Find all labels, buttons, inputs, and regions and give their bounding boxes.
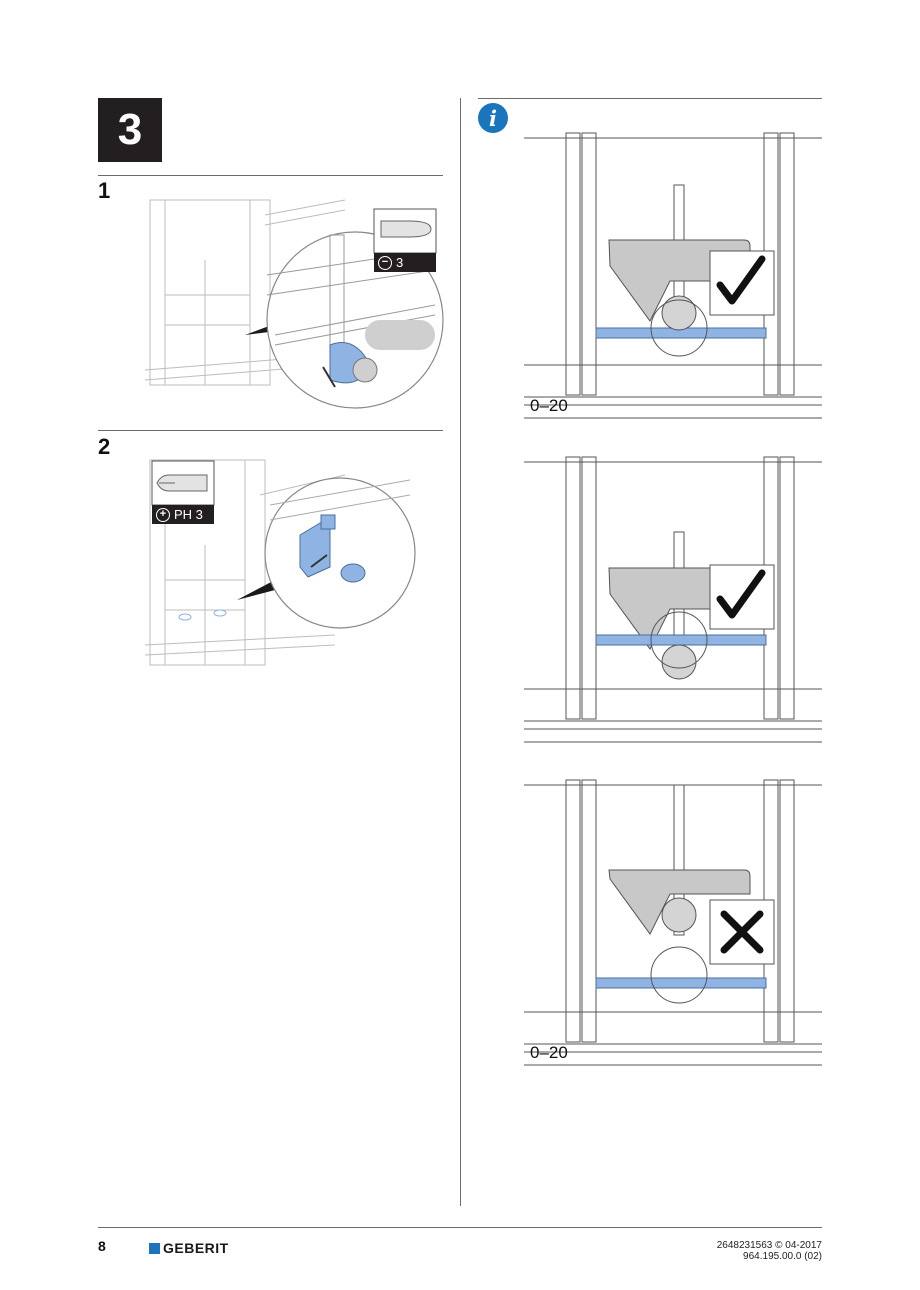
step-number-box: 3 (98, 98, 162, 162)
brand-name: GEBERIT (163, 1240, 229, 1256)
tool-size: 3 (396, 255, 404, 270)
info-icon: i (478, 103, 508, 133)
brand-square-icon (149, 1242, 160, 1254)
substep-1-illustration (144, 199, 444, 409)
divider (98, 175, 443, 176)
tool-label-phillips-screwdriver: + PH 3 (152, 505, 214, 524)
document-code: 2648231563 © 04-2017 964.195.00.0 (02) (717, 1240, 822, 1262)
flat-screwdriver-icon: − (378, 255, 392, 270)
diagram-3-range-label: 0–20 (530, 1043, 568, 1062)
page-number: 8 (98, 1238, 106, 1254)
phillips-screwdriver-icon: + (156, 507, 170, 522)
diagram-1 (524, 132, 822, 419)
diagram-3 (524, 779, 822, 1066)
tool-size: PH 3 (174, 507, 203, 522)
brand-logo: GEBERIT (149, 1240, 229, 1256)
column-divider (460, 98, 461, 1206)
diagram-1-range-label: 0–20 (530, 396, 568, 415)
tool-label-flat-screwdriver: − 3 (374, 253, 436, 272)
substep-2-illustration (144, 459, 416, 666)
divider (478, 98, 822, 99)
footer-divider (98, 1227, 822, 1228)
step-number: 3 (117, 105, 143, 154)
document-code-line-2: 964.195.00.0 (02) (743, 1251, 822, 1262)
divider (98, 430, 443, 431)
substep-number-2: 2 (98, 434, 111, 459)
substep-number-1: 1 (98, 178, 111, 203)
document-code-line-1: 2648231563 © 04-2017 (716, 1240, 822, 1251)
diagram-2 (524, 456, 822, 743)
